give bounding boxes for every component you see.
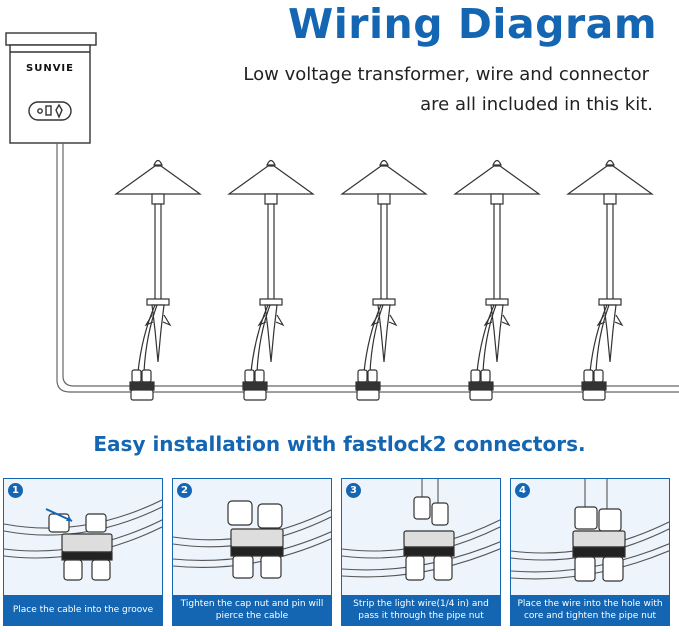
wiring-diagram: SUNVIE (5, 32, 679, 401)
step-4-illustration (511, 479, 669, 582)
step-4-number: 4 (515, 483, 530, 498)
light-group (114, 159, 654, 401)
main-cable (56, 143, 679, 393)
path-light (340, 159, 428, 401)
step-2-caption: Tighten the cap nut and pin will pierce … (173, 595, 331, 625)
step-1-number: 1 (8, 483, 23, 498)
step-3-number: 3 (346, 483, 361, 498)
path-light (114, 159, 202, 401)
step-4-caption: Place the wire into the hole with core a… (511, 595, 669, 625)
step-3-caption: Strip the light wire(1/4 in) and pass it… (342, 595, 500, 625)
step-2-panel: 2 Tighten the cap nut and pin will pierc… (172, 478, 332, 626)
step-1-illustration (4, 499, 162, 581)
step-3-illustration (342, 479, 500, 581)
path-light (453, 159, 541, 401)
page-title: Wiring Diagram (288, 0, 658, 48)
step-4-panel: 4 Place the wire into the hole with core… (510, 478, 670, 626)
transformer-brand: SUNVIE (26, 63, 74, 74)
path-light (227, 159, 315, 401)
subtitle-line-1: Low voltage transformer, wire and connec… (243, 64, 649, 85)
step-3-panel: 3 Strip the light wire(1/4 in) and pass … (341, 478, 501, 626)
step-1-caption: Place the cable into the groove (4, 595, 162, 625)
installation-heading: Easy installation with fastlock2 connect… (93, 432, 586, 456)
path-light (566, 159, 654, 401)
step-2-illustration (173, 500, 331, 579)
subtitle-line-2: are all included in this kit. (420, 94, 653, 115)
transformer (5, 32, 97, 144)
step-2-number: 2 (177, 483, 192, 498)
step-1-panel: 1 Place the cable into the groove (3, 478, 163, 626)
